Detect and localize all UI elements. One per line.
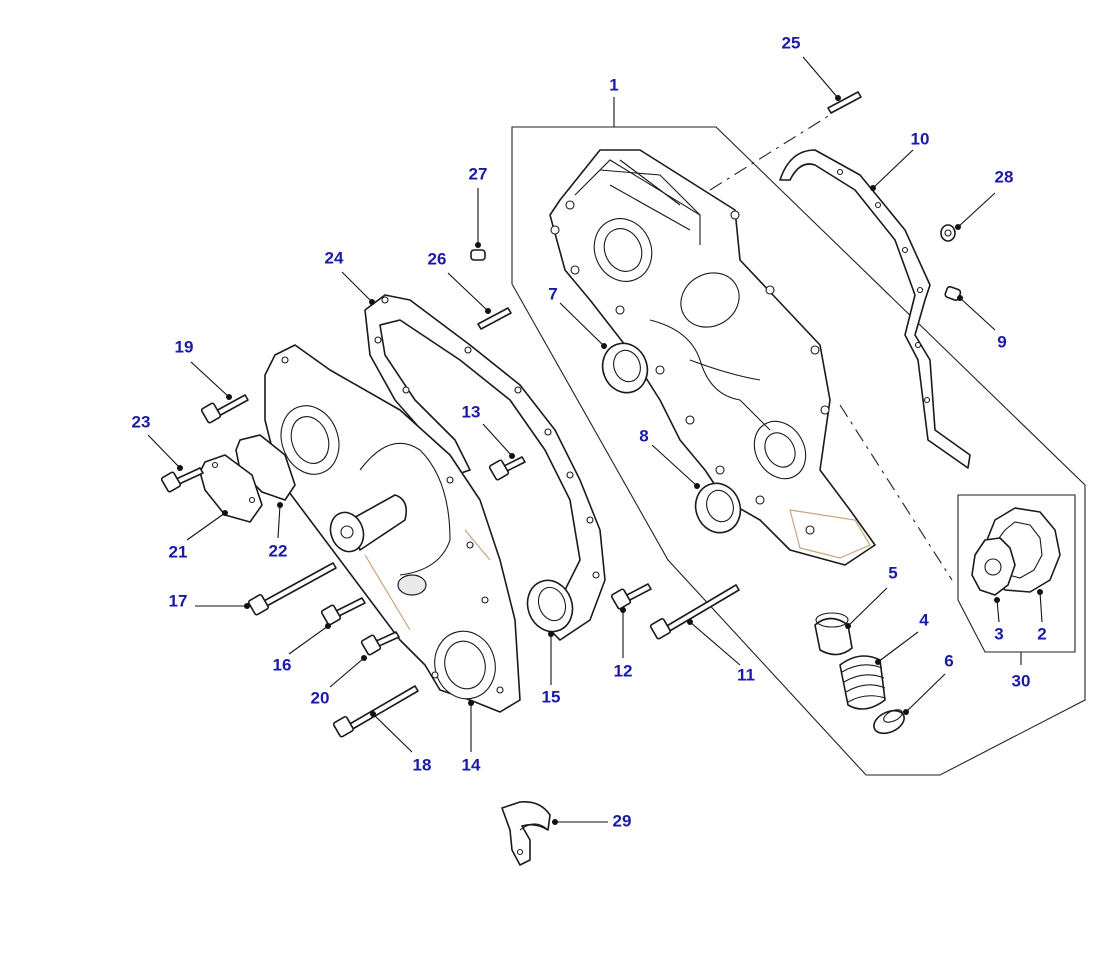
callout-19: 19 xyxy=(175,337,194,356)
housing-gasket-part xyxy=(779,149,971,469)
callout-20: 20 xyxy=(311,688,330,707)
callout-6: 6 xyxy=(944,651,953,670)
callout-15: 15 xyxy=(542,687,561,706)
callout-23: 23 xyxy=(132,412,151,431)
callouts: 1 2 3 4 5 6 7 8 9 10 11 12 xyxy=(132,33,1047,830)
bolt-11-part xyxy=(649,584,740,640)
relief-valve-spring-part xyxy=(839,655,886,710)
callout-28: 28 xyxy=(995,167,1014,186)
timing-housing-part xyxy=(549,149,876,566)
bolt-23-part xyxy=(160,467,204,493)
assembly-frame-30 xyxy=(957,494,1076,653)
bolt-19-part xyxy=(200,394,249,424)
dowel-25-part xyxy=(827,91,862,114)
callout-10: 10 xyxy=(911,129,930,148)
callout-30: 30 xyxy=(1012,671,1031,690)
access-plate-gasket-part xyxy=(235,434,296,501)
front-cover-gasket-part xyxy=(364,294,606,641)
callout-29: 29 xyxy=(613,811,632,830)
oil-seal-8-part xyxy=(694,482,742,534)
dowel-26-part xyxy=(477,307,512,330)
oil-seal-15-part xyxy=(526,579,574,633)
callout-21: 21 xyxy=(169,542,188,561)
bolt-13-part xyxy=(488,456,526,481)
oil-pump-inner-rotor-part xyxy=(971,537,1016,596)
bolt-17-part xyxy=(247,562,337,616)
callout-25: 25 xyxy=(782,33,801,52)
access-plate-part xyxy=(199,454,263,523)
oil-seal-7-part xyxy=(601,342,649,394)
callout-2: 2 xyxy=(1037,624,1046,643)
pin-27-part xyxy=(470,249,486,261)
plug-28-part xyxy=(940,224,956,242)
callout-11: 11 xyxy=(737,665,755,684)
callout-12: 12 xyxy=(614,661,633,680)
callout-13: 13 xyxy=(462,402,481,421)
callout-3: 3 xyxy=(994,624,1003,643)
relief-valve-plug-part xyxy=(873,709,905,735)
assembly-frame-1 xyxy=(511,114,1086,776)
bolt-12-part xyxy=(610,583,652,610)
bolt-16-part xyxy=(320,597,366,626)
callout-1: 1 xyxy=(609,75,618,94)
callout-7: 7 xyxy=(548,284,557,303)
callout-26: 26 xyxy=(428,249,447,268)
callout-27: 27 xyxy=(469,164,488,183)
callout-16: 16 xyxy=(273,655,292,674)
relief-valve-plunger-part xyxy=(814,612,853,656)
callout-4: 4 xyxy=(919,610,929,629)
callout-8: 8 xyxy=(639,426,648,445)
bracket-clip-part xyxy=(501,800,551,866)
cover-boss xyxy=(329,494,408,553)
bolt-20-part xyxy=(360,631,400,656)
bolt-18-part xyxy=(332,685,419,738)
callout-9: 9 xyxy=(997,332,1006,351)
callout-14: 14 xyxy=(462,755,481,774)
callout-22: 22 xyxy=(269,541,288,560)
callout-18: 18 xyxy=(413,755,432,774)
callout-17: 17 xyxy=(169,591,188,610)
callout-5: 5 xyxy=(888,563,897,582)
callout-24: 24 xyxy=(325,248,344,267)
